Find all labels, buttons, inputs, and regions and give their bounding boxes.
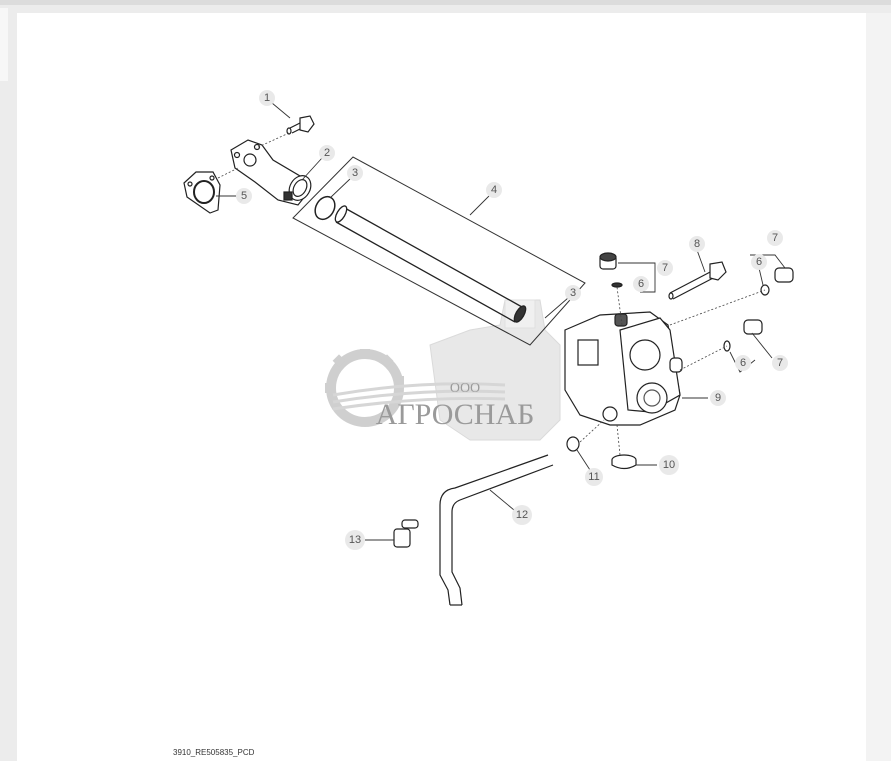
document-page: ООО АГРОСНАБ — [17, 13, 866, 761]
svg-text:2: 2 — [324, 147, 330, 159]
svg-text:7: 7 — [777, 357, 783, 369]
callout-3b: 3 — [565, 285, 581, 301]
svg-text:11: 11 — [588, 471, 599, 483]
svg-text:6: 6 — [756, 256, 762, 268]
thermostat-housing-part — [564, 311, 683, 426]
hose-part — [439, 454, 554, 606]
clamp-part — [566, 436, 580, 452]
svg-text:5: 5 — [241, 190, 247, 202]
callout-3a: 3 — [347, 165, 363, 181]
diagram-caption: 3910_RE505835_PCD — [173, 748, 255, 757]
svg-text:8: 8 — [694, 238, 700, 250]
svg-text:7: 7 — [662, 262, 668, 274]
plug-part — [599, 252, 623, 288]
callout-5: 5 — [236, 188, 252, 204]
tube-assembly-box — [292, 156, 586, 346]
plug-right-part — [723, 267, 794, 352]
left-panel-edge — [0, 8, 8, 81]
gasket-part — [183, 171, 221, 214]
svg-text:7: 7 — [772, 232, 778, 244]
leader-lines — [216, 102, 786, 541]
svg-text:3: 3 — [570, 287, 576, 299]
callout-6c: 6 — [735, 355, 751, 371]
svg-text:12: 12 — [516, 509, 528, 521]
svg-text:10: 10 — [663, 459, 675, 471]
tube-part — [334, 205, 527, 323]
svg-text:13: 13 — [349, 534, 361, 546]
long-bolt-part — [668, 261, 727, 300]
callout-markers: 1 2 3 4 5 3 7 6 8 7 6 7 6 9 10 11 12 13 — [236, 90, 788, 550]
callout-4: 4 — [486, 182, 502, 198]
callout-1: 1 — [259, 90, 275, 106]
callout-7c: 7 — [772, 355, 788, 371]
callout-13: 13 — [345, 530, 365, 550]
cap-part — [611, 454, 637, 470]
parts-diagram: ООО АГРОСНАБ — [183, 90, 794, 606]
svg-text:9: 9 — [715, 392, 721, 404]
clip-part — [393, 519, 419, 548]
watermark-company-name: АГРОСНАБ — [376, 398, 535, 431]
callout-7a: 7 — [657, 260, 673, 276]
callout-7b: 7 — [767, 230, 783, 246]
callout-8: 8 — [689, 236, 705, 252]
svg-text:6: 6 — [740, 357, 746, 369]
callout-10: 10 — [659, 455, 679, 475]
callout-11: 11 — [585, 468, 603, 486]
watermark-prefix: ООО — [450, 381, 480, 396]
svg-text:6: 6 — [638, 278, 644, 290]
callout-6b: 6 — [751, 254, 767, 270]
callout-2: 2 — [319, 145, 335, 161]
bolt-part — [286, 115, 315, 135]
callout-9: 9 — [710, 390, 726, 406]
viewer-top-bar — [0, 0, 891, 5]
callout-12: 12 — [512, 505, 532, 525]
svg-text:3: 3 — [352, 167, 358, 179]
callout-6a: 6 — [633, 276, 649, 292]
agrosnab-watermark — [325, 299, 561, 441]
svg-text:4: 4 — [491, 184, 497, 196]
svg-text:1: 1 — [264, 92, 270, 104]
elbow-flange-part — [230, 139, 312, 206]
viewer-scrollbar-track[interactable] — [866, 13, 891, 761]
